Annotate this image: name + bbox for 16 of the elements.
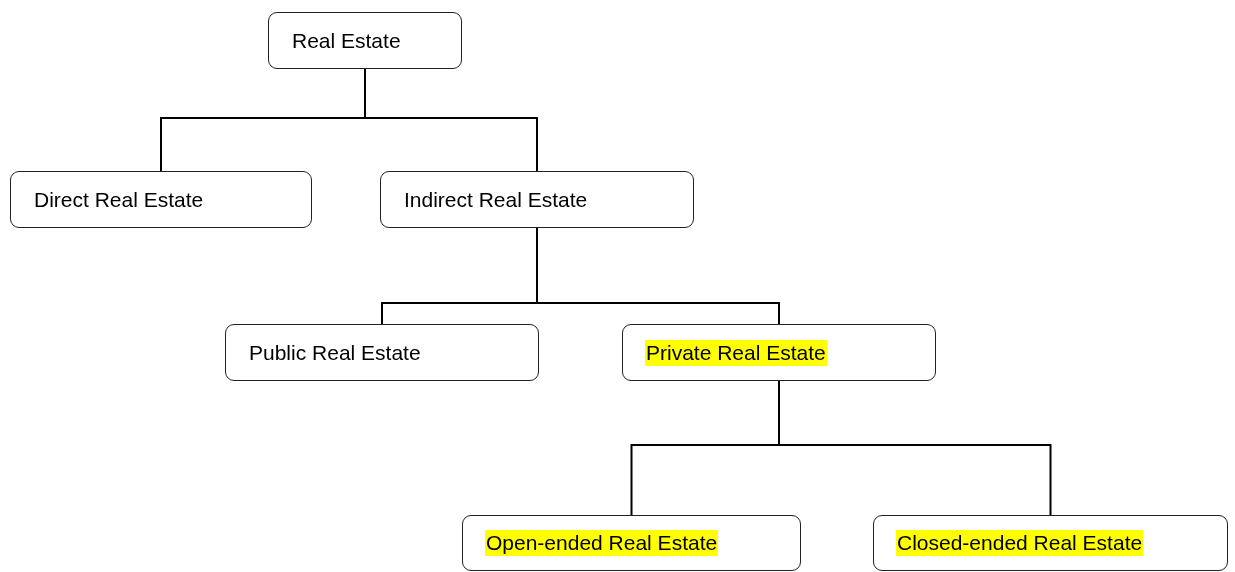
category-box — [462, 515, 801, 571]
box-label: Direct Real Estate — [33, 186, 205, 213]
category-box — [225, 324, 539, 381]
category-box — [873, 515, 1228, 571]
box-label: Real Estate — [291, 27, 402, 54]
category-box — [622, 324, 936, 381]
highlighted-label: Open-ended Real Estate — [485, 530, 719, 556]
category-box — [380, 171, 694, 228]
connector-line — [536, 227, 780, 325]
highlighted-label: Closed-ended Real Estate — [896, 530, 1144, 556]
box-label: Public Real Estate — [248, 339, 422, 366]
connector-line — [364, 68, 538, 172]
highlighted-label: Private Real Estate — [645, 339, 827, 366]
box-label: Indirect Real Estate — [403, 186, 589, 213]
category-box — [268, 12, 462, 69]
category-box — [10, 171, 312, 228]
